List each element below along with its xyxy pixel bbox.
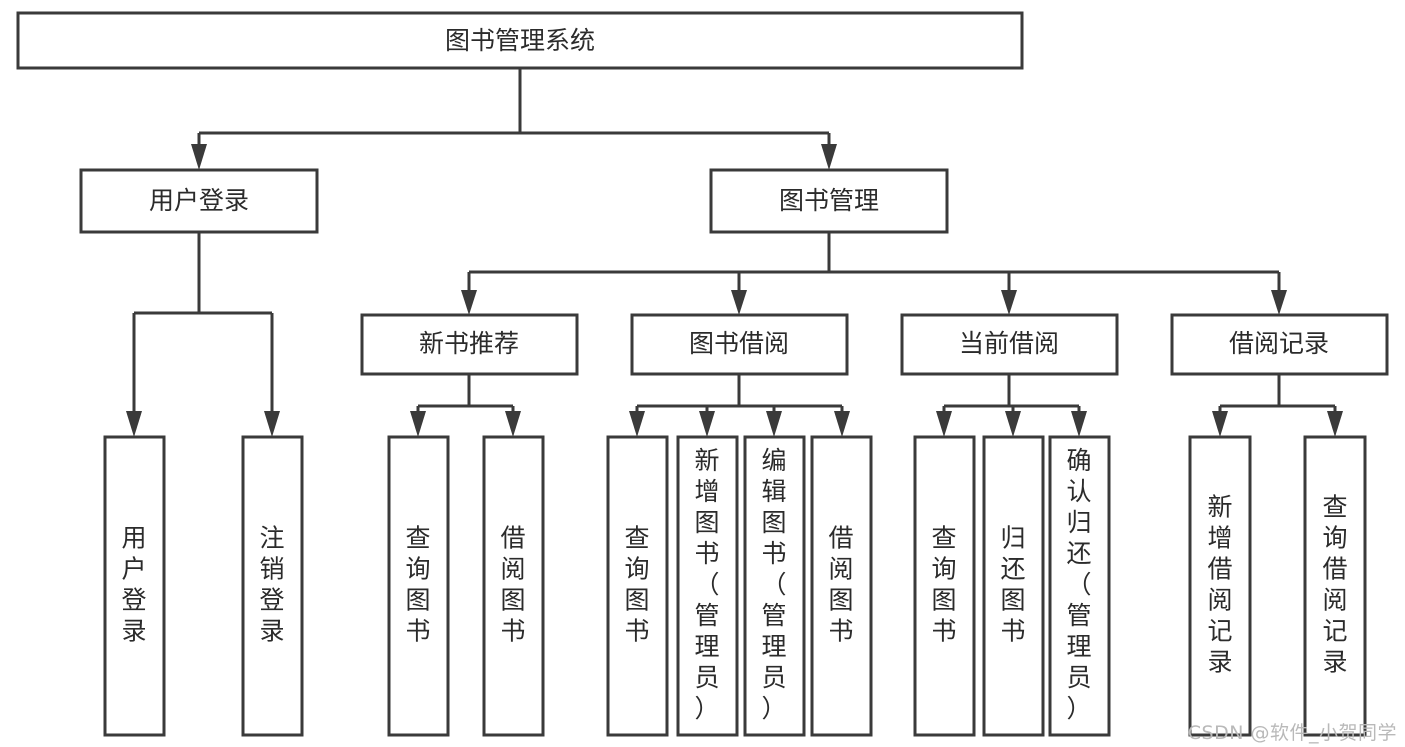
leaf-node-br-query-record[interactable]: 查询借阅记录: [1303, 435, 1367, 737]
node-current-borrow-label: 当前借阅: [959, 329, 1059, 358]
node-borrow-record-box[interactable]: [1170, 313, 1389, 376]
arrow-head-current-borrow: [1001, 290, 1017, 315]
node-borrow-record[interactable]: 借阅记录: [1170, 313, 1389, 376]
arrow-head-user-login: [191, 144, 207, 170]
node-book-manage[interactable]: 图书管理: [709, 168, 949, 234]
leaf-box[interactable]: [1188, 435, 1252, 737]
arrow-head-bb-leaf-2: [699, 411, 715, 437]
arrow-head-cb-leaf-3: [1071, 411, 1087, 437]
leaf-node-cb-return-book[interactable]: 归还图书: [982, 435, 1045, 737]
leaf-node-nbr-query-book[interactable]: 查询图书: [387, 435, 450, 737]
leaf-node-bb-borrow-book[interactable]: 借阅图书: [810, 435, 873, 737]
leaf-node-cb-confirm-return[interactable]: 确认归还（管理员）: [1048, 435, 1111, 737]
node-current-borrow-box[interactable]: [900, 313, 1119, 376]
csdn-watermark: CSDN @软件_小贺同学: [1187, 722, 1397, 744]
arrow-head-nbr-leaf-1: [410, 411, 426, 437]
node-book-manage-box[interactable]: [709, 168, 949, 234]
leaf-label: 编辑图书（管理员）: [761, 446, 786, 723]
leaf-box[interactable]: [241, 435, 304, 737]
connector-layer: [126, 68, 1343, 437]
leaf-label: 归还图书: [1000, 524, 1025, 646]
node-book-manage-label: 图书管理: [779, 186, 879, 215]
leaf-label: 查询图书: [405, 524, 430, 646]
arrow-head-book-manage: [821, 144, 837, 170]
leaf-node-bb-query-book[interactable]: 查询图书: [606, 435, 669, 737]
node-book-borrow[interactable]: 图书借阅: [630, 313, 849, 376]
node-book-borrow-box[interactable]: [630, 313, 849, 376]
arrow-head-leaf-logout: [264, 411, 280, 437]
leaf-node-nbr-borrow-book[interactable]: 借阅图书: [482, 435, 545, 737]
leaf-label: 借阅图书: [828, 524, 853, 646]
arrow-head-leaf-user-login: [126, 411, 142, 437]
leaf-box[interactable]: [103, 435, 166, 737]
node-root[interactable]: 图书管理系统: [16, 11, 1024, 70]
node-root-label: 图书管理系统: [445, 26, 595, 55]
leaf-node-br-add-record[interactable]: 新增借阅记录: [1188, 435, 1252, 737]
leaf-layer: 用户登录 注销登录 查询图书 借阅图书 查询图书 新增图书（管理员） 编辑图书（…: [103, 435, 1367, 737]
node-new-book-recommend-box[interactable]: [360, 313, 579, 376]
leaf-label: 确认归还（管理员）: [1066, 446, 1091, 723]
node-user-login-box[interactable]: [79, 168, 319, 234]
leaf-node-user-login[interactable]: 用户登录: [103, 435, 166, 737]
arrow-head-cb-leaf-1: [936, 411, 952, 437]
leaf-node-logout[interactable]: 注销登录: [241, 435, 304, 737]
node-book-borrow-label: 图书借阅: [689, 329, 789, 358]
leaf-box[interactable]: [913, 435, 976, 737]
leaf-node-cb-query-book[interactable]: 查询图书: [913, 435, 976, 737]
leaf-box[interactable]: [606, 435, 669, 737]
arrow-head-nbr-leaf-2: [505, 411, 521, 437]
leaf-box[interactable]: [1048, 435, 1111, 737]
node-root-box[interactable]: [16, 11, 1024, 70]
arrow-head-bb-leaf-1: [629, 411, 645, 437]
leaf-box[interactable]: [676, 435, 739, 737]
leaf-label: 新增图书（管理员）: [694, 446, 719, 723]
arrow-head-br-leaf-2: [1327, 411, 1343, 437]
leaf-label: 借阅图书: [500, 524, 525, 646]
leaf-box[interactable]: [482, 435, 545, 737]
node-borrow-record-label: 借阅记录: [1229, 329, 1329, 358]
arrow-head-book-borrow: [731, 290, 747, 315]
node-user-login[interactable]: 用户登录: [79, 168, 319, 234]
leaf-label: 查询图书: [624, 524, 649, 646]
node-new-book-recommend[interactable]: 新书推荐: [360, 313, 579, 376]
leaf-node-bb-edit-book[interactable]: 编辑图书（管理员）: [743, 435, 806, 737]
leaf-label: 查询借阅记录: [1322, 493, 1347, 677]
arrow-head-br-leaf-1: [1212, 411, 1228, 437]
leaf-label: 新增借阅记录: [1207, 493, 1232, 677]
leaf-label: 用户登录: [121, 524, 146, 646]
leaf-node-bb-add-book[interactable]: 新增图书（管理员）: [676, 435, 739, 737]
leaf-box[interactable]: [1303, 435, 1367, 737]
leaf-box[interactable]: [810, 435, 873, 737]
leaf-label: 注销登录: [259, 524, 284, 646]
leaf-box[interactable]: [982, 435, 1045, 737]
node-current-borrow[interactable]: 当前借阅: [900, 313, 1119, 376]
arrow-head-cb-leaf-2: [1005, 411, 1021, 437]
node-user-login-label: 用户登录: [149, 186, 249, 215]
arrow-head-borrow-record: [1271, 290, 1287, 315]
leaf-box[interactable]: [387, 435, 450, 737]
arrow-head-bb-leaf-4: [834, 411, 850, 437]
leaf-box[interactable]: [743, 435, 806, 737]
node-new-book-recommend-label: 新书推荐: [419, 329, 519, 358]
leaf-label: 查询图书: [931, 524, 956, 646]
arrow-head-bb-leaf-3: [766, 411, 782, 437]
arrow-head-new-book: [461, 290, 477, 315]
